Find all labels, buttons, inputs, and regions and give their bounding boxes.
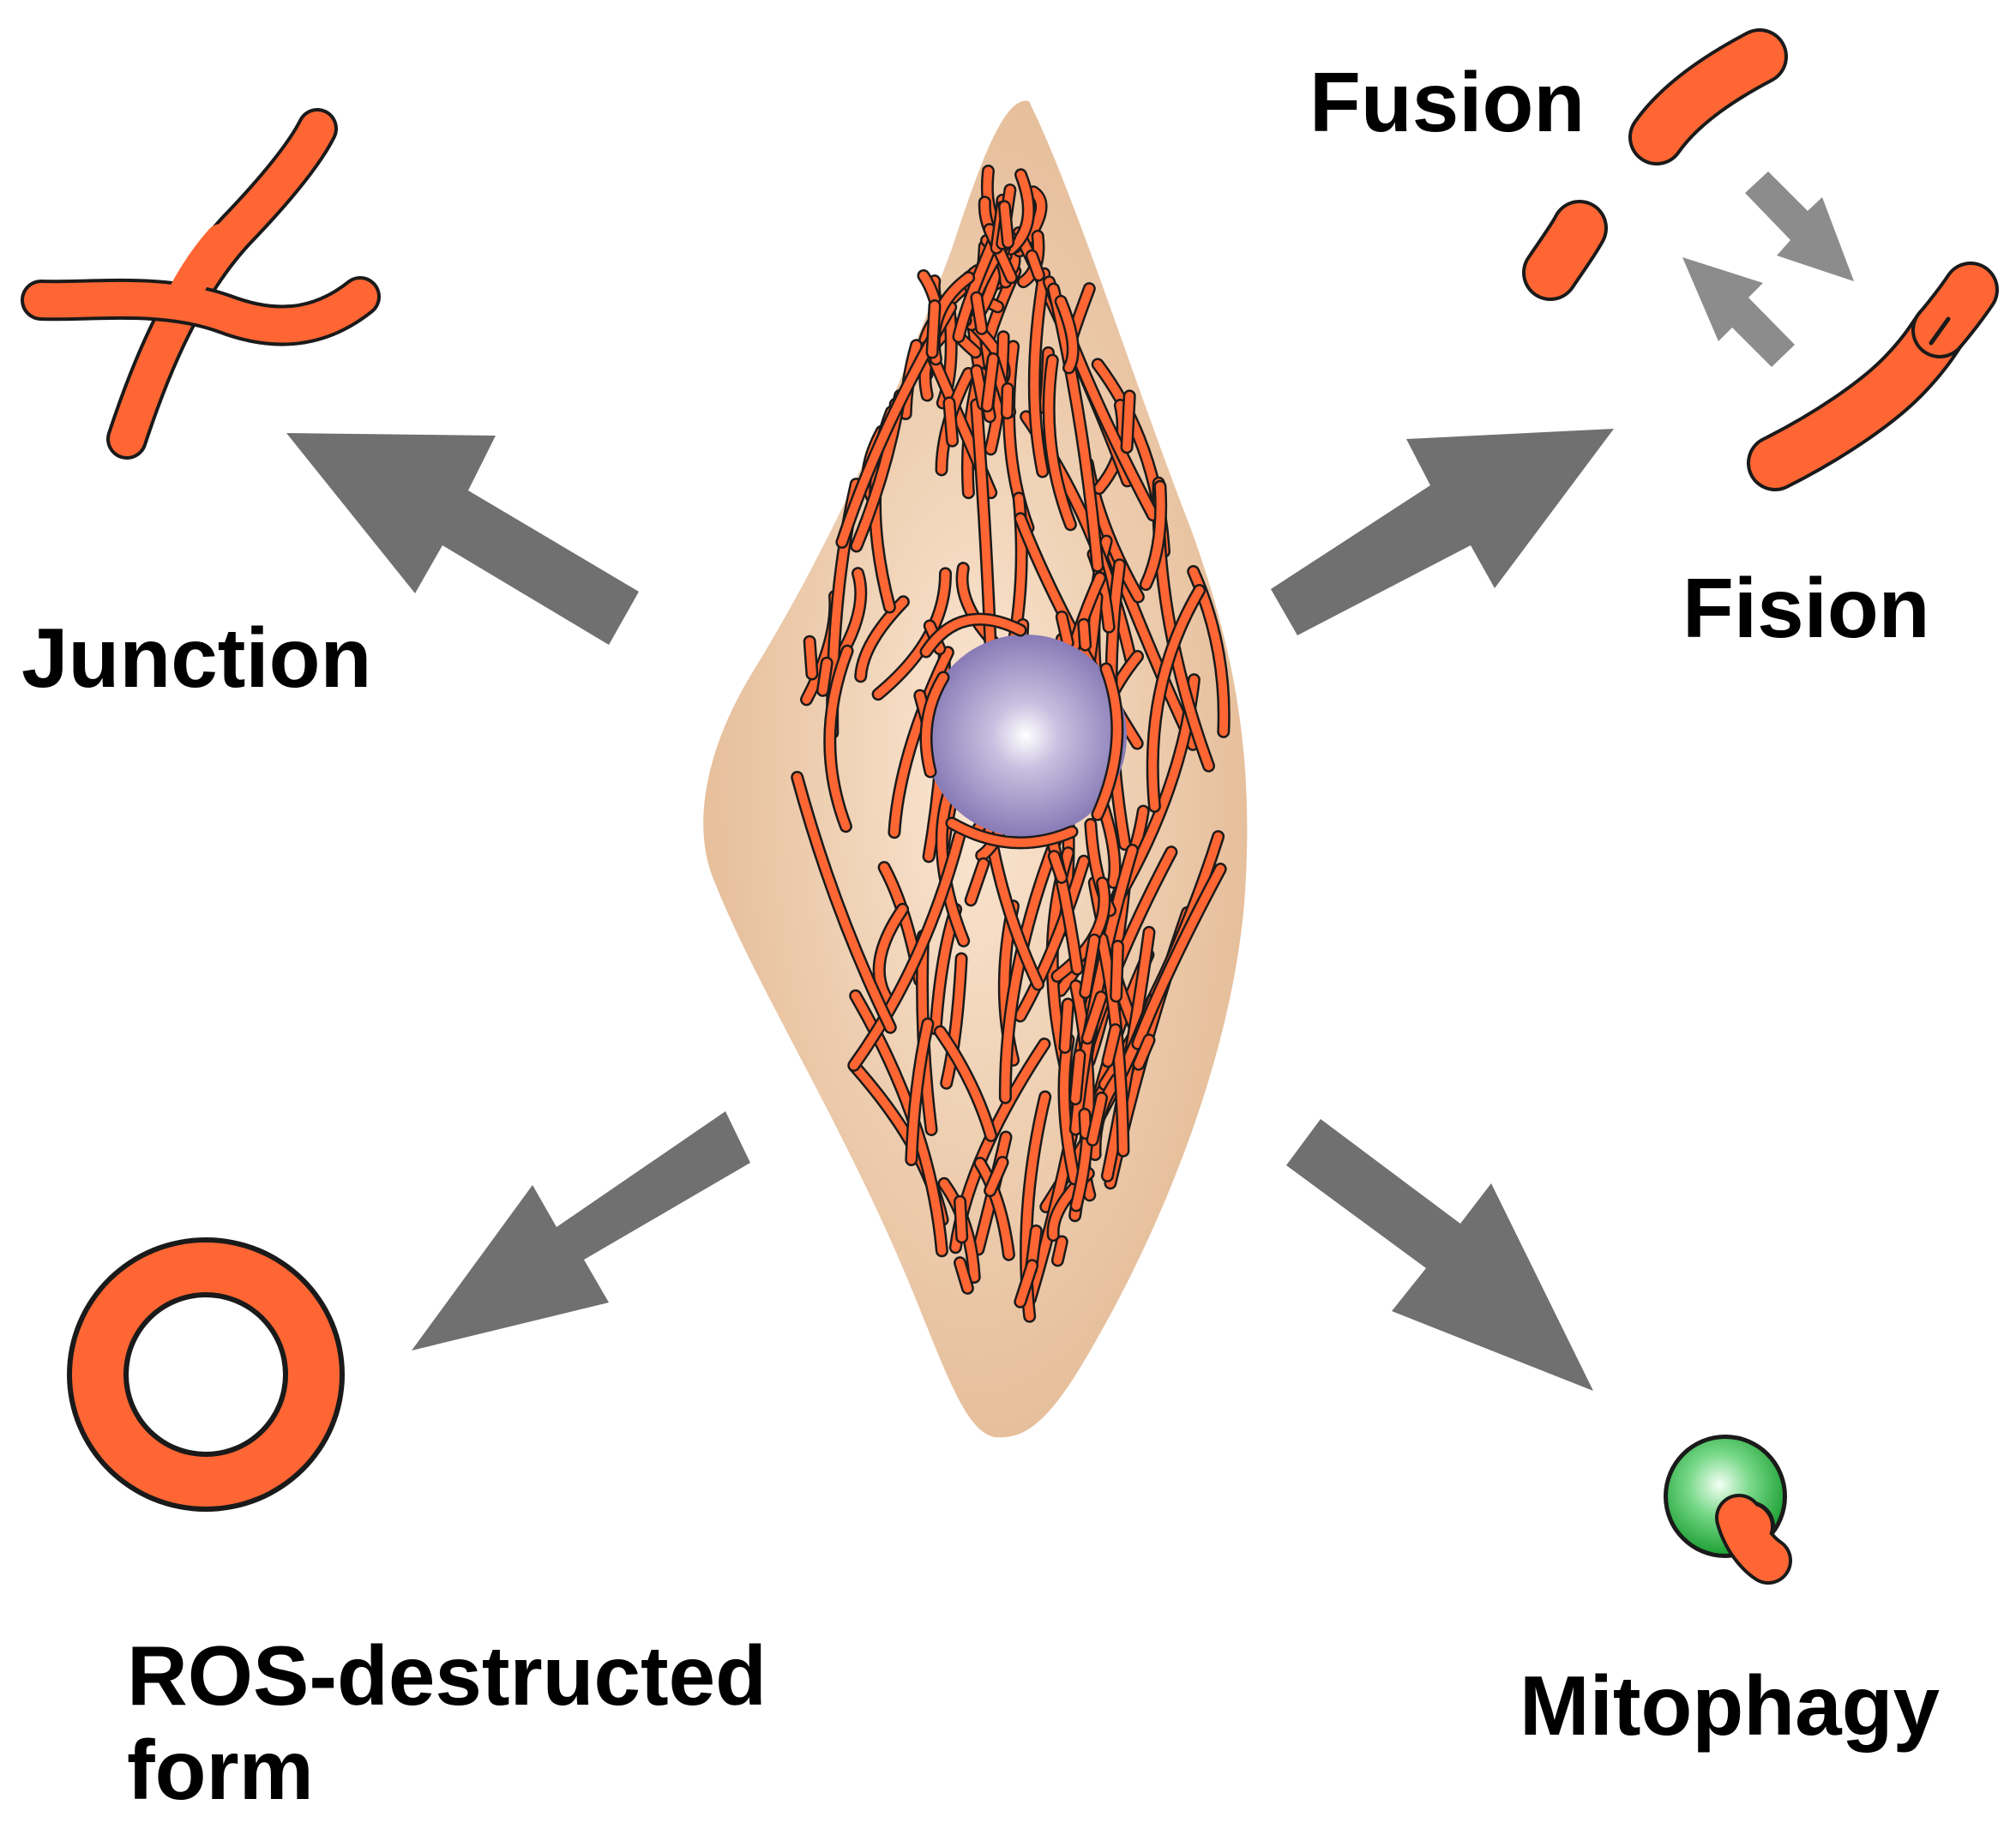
mitochondrion	[1027, 251, 1044, 280]
mitochondrion	[1080, 936, 1099, 997]
arrows	[286, 429, 1614, 1391]
cell-icon	[703, 100, 1248, 1438]
ros-ring-icon	[67, 1237, 345, 1512]
label-mitophagy: Mitophagy	[1520, 1658, 1940, 1753]
label-ros-line2: form	[127, 1722, 314, 1817]
nucleus	[924, 635, 1127, 837]
mitochondrion	[1071, 981, 1093, 1210]
label-ros-line1: ROS-destructed	[127, 1628, 767, 1723]
mitochondrion	[1057, 612, 1073, 647]
mitochondrion	[1001, 836, 1060, 1103]
mitochondrion	[1053, 878, 1109, 981]
mitochondrion	[966, 859, 988, 905]
mitochondrion	[875, 905, 907, 1008]
mitochondrion	[944, 398, 957, 446]
mitochondrion	[985, 1158, 1008, 1195]
mitochondrion	[1133, 864, 1225, 1049]
mitochondrion	[818, 659, 832, 695]
mitochondria-over-nucleus	[919, 612, 1124, 850]
mitochondrion	[1049, 285, 1102, 571]
mitochondrion	[849, 831, 964, 1070]
junction-mito-icon	[21, 108, 381, 460]
mitochondrion	[1093, 665, 1122, 819]
mitochondrion	[1059, 1035, 1079, 1183]
mitochondrion	[922, 673, 948, 776]
small-arrow-down	[1745, 171, 1854, 281]
mitochondrion	[805, 637, 816, 678]
mitochondrion	[928, 301, 939, 358]
mitochondrion	[1044, 356, 1075, 529]
mitochondrion	[1134, 1035, 1153, 1069]
mitochondrion	[972, 293, 986, 334]
mitochondrion	[792, 773, 895, 1032]
mitochondrion	[955, 1258, 972, 1293]
mitochondrion	[1053, 1237, 1067, 1265]
mitochondrion	[983, 354, 998, 411]
arrow-to-fission	[1271, 429, 1614, 635]
mitochondrion	[1006, 170, 1033, 254]
mitochondrion	[856, 597, 908, 681]
label-ros-destructed-form: ROS-destructed form	[127, 1628, 767, 1818]
mitochondrion	[1122, 391, 1134, 452]
mitochondrion	[1079, 620, 1090, 650]
mitochondrion	[825, 647, 852, 831]
mitochondrion	[1111, 942, 1122, 1001]
mitochondrion	[1103, 1025, 1120, 1066]
mitochondrion	[1056, 297, 1078, 372]
arrow-to-ros	[412, 1111, 750, 1351]
mitochondrion	[1088, 1093, 1106, 1145]
fusion-fission-icon	[1522, 28, 1999, 491]
mitochondrion	[1080, 1110, 1091, 1138]
mitochondrion	[937, 791, 968, 946]
mitochondrion	[936, 1027, 996, 1140]
mitochondrion	[955, 1197, 966, 1242]
mitochondrion	[975, 1158, 1014, 1260]
label-fusion: Fusion	[1309, 55, 1586, 149]
mitochondrion	[1002, 384, 1013, 418]
mitochondrion	[1083, 992, 1105, 1043]
small-arrow-up	[1682, 257, 1795, 367]
label-junction: Junction	[21, 611, 372, 705]
mitochondrion	[942, 954, 966, 1088]
mitochondrion	[948, 819, 1076, 847]
mitochondrion	[1141, 482, 1165, 589]
mitochondrion	[1015, 1260, 1037, 1307]
mitochondrion	[1000, 202, 1013, 247]
label-fision: Fision	[1682, 561, 1930, 655]
mitochondrion	[1050, 851, 1066, 882]
mitochondrion	[1148, 586, 1204, 811]
mitochondrion	[922, 615, 1025, 656]
mitochondrion	[906, 1020, 932, 1164]
mitochondrion	[1060, 1000, 1073, 1052]
mitochondrion	[1015, 857, 1088, 1020]
mitophagy-icon	[1664, 1435, 1792, 1585]
arrow-to-junction	[286, 433, 639, 645]
mitochondrion	[1071, 1050, 1084, 1104]
arrow-to-mitophagy	[1286, 1119, 1593, 1391]
mitochondrion	[1030, 269, 1049, 476]
